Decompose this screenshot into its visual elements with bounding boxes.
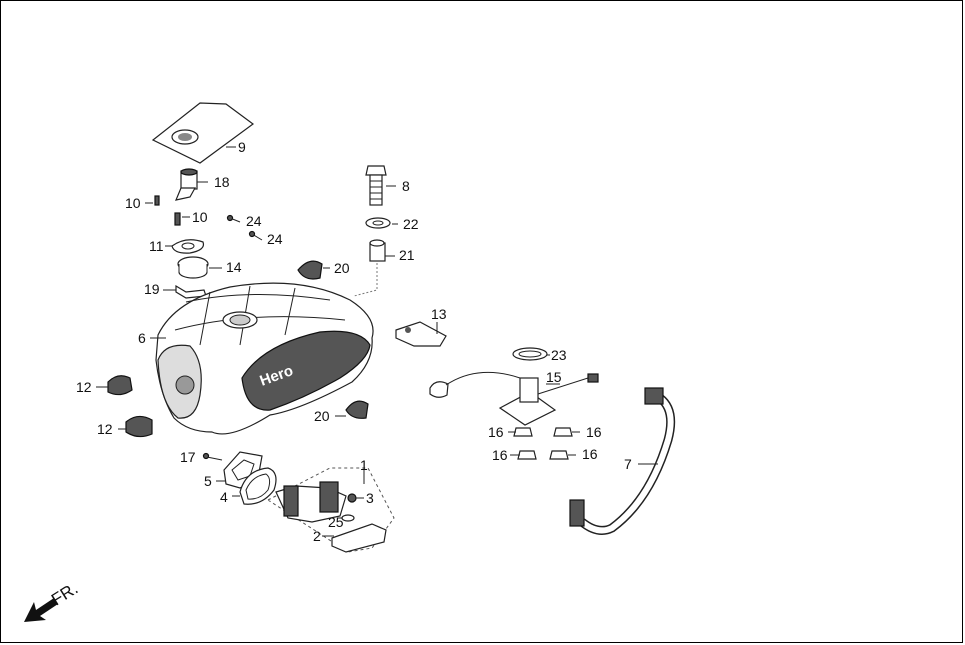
callout-12b: 12 (97, 421, 113, 437)
part-nut-16a (508, 427, 533, 437)
part-fuel-hose-7 (569, 387, 676, 535)
front-arrow-icon (24, 598, 58, 622)
callout-16c: 16 (492, 447, 508, 463)
callout-23: 23 (551, 347, 567, 363)
callout-24a: 24 (246, 213, 262, 229)
part-screw-17 (202, 452, 223, 461)
callout-20a: 20 (334, 260, 350, 276)
callout-21: 21 (399, 247, 415, 263)
callout-4: 4 (220, 489, 228, 505)
callout-8: 8 (402, 178, 410, 194)
part-cushion-12b (118, 415, 153, 438)
part-rubber-mount-20b (335, 400, 369, 419)
callout-2: 2 (313, 528, 321, 544)
callout-13: 13 (431, 306, 447, 322)
part-fuel-lock (175, 168, 208, 201)
callout-20b: 20 (314, 408, 330, 424)
part-rubber-mount-20a (297, 260, 330, 280)
callout-18: 18 (214, 174, 230, 190)
part-oring-23 (512, 347, 550, 361)
part-screw-24b (248, 230, 263, 241)
callout-16a: 16 (488, 424, 504, 440)
part-screw-10b (174, 212, 190, 226)
part-tank-pad (151, 102, 255, 164)
callout-15: 15 (546, 369, 562, 385)
part-fuel-pump-assembly (267, 467, 395, 553)
callout-10b: 10 (192, 209, 208, 225)
part-cushion-12a (96, 375, 133, 396)
callout-12a: 12 (76, 379, 92, 395)
callout-22: 22 (403, 216, 419, 232)
callout-16d: 16 (582, 446, 598, 462)
callout-5: 5 (204, 473, 212, 489)
part-collar-21 (353, 239, 395, 297)
part-nut-16c (510, 450, 537, 460)
callout-3: 3 (366, 490, 374, 506)
part-connector-13 (395, 321, 447, 347)
part-screw-10a (145, 195, 160, 206)
part-bolt-8 (365, 165, 396, 206)
callout-11: 11 (149, 238, 164, 254)
callout-24b: 24 (267, 231, 283, 247)
part-nut-16d (549, 450, 576, 460)
part-fuel-sender-15 (429, 371, 599, 426)
part-nut-16b (553, 427, 580, 437)
part-screw-24a (226, 214, 241, 223)
part-gasket-11 (165, 239, 205, 254)
callout-7: 7 (624, 456, 632, 472)
callout-25: 25 (328, 514, 344, 530)
part-clip-19 (163, 284, 207, 299)
part-fuel-cap (177, 256, 222, 279)
callout-6: 6 (138, 330, 146, 346)
part-gasket-4 (232, 467, 277, 505)
part-fuel-tank (150, 282, 374, 435)
part-washer-22 (365, 217, 398, 229)
part-small-3 (347, 493, 364, 503)
callout-10a: 10 (125, 195, 141, 211)
callout-16b: 16 (586, 424, 602, 440)
callout-9: 9 (238, 139, 246, 155)
part-filter-2 (322, 523, 387, 553)
part-seal-25 (341, 514, 355, 522)
callout-1: 1 (360, 457, 368, 473)
callout-14: 14 (226, 259, 242, 275)
callout-19: 19 (144, 281, 160, 297)
callout-17: 17 (180, 449, 196, 465)
